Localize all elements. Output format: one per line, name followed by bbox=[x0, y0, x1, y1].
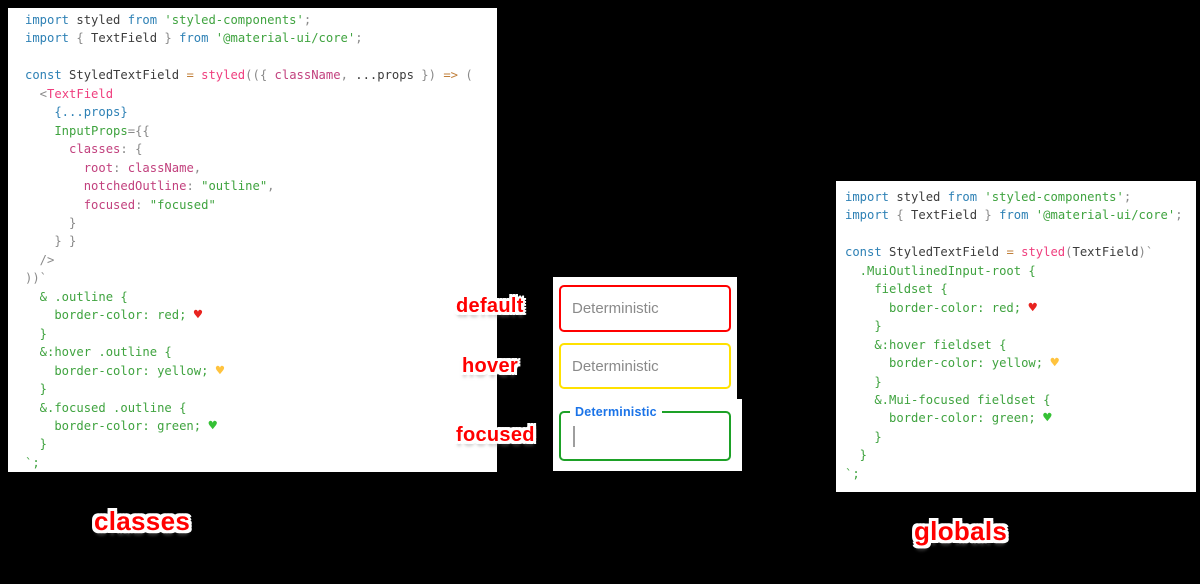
code-line: const StyledTextField = styled(TextField… bbox=[845, 245, 1154, 260]
code-line: } } bbox=[25, 234, 77, 249]
code-line: `; bbox=[25, 455, 40, 470]
code-line: } bbox=[845, 374, 882, 389]
code-line: InputProps={{ bbox=[25, 123, 150, 138]
state-label-focused: focused bbox=[456, 424, 535, 446]
code-line bbox=[845, 225, 1196, 243]
textfield-focused[interactable]: Deterministic bbox=[559, 404, 731, 461]
code-line: `; bbox=[845, 466, 860, 481]
code-line: focused: "focused" bbox=[25, 197, 216, 212]
code-line: .MuiOutlinedInput-root { bbox=[845, 263, 1036, 278]
code-line: border-color: green; ♥ bbox=[25, 417, 217, 434]
code-line: } bbox=[25, 326, 48, 341]
code-line: & .outline { bbox=[25, 289, 128, 304]
code-line: notchedOutline: "outline", bbox=[25, 179, 275, 194]
code-line: &:hover .outline { bbox=[25, 345, 172, 360]
code-line: border-color: green; ♥ bbox=[845, 410, 1052, 427]
code-line: import { TextField } from '@material-ui/… bbox=[845, 208, 1183, 223]
textfield-default-input[interactable] bbox=[561, 287, 729, 330]
code-line: border-color: red; ♥ bbox=[845, 299, 1037, 316]
code-line: } bbox=[845, 448, 868, 463]
code-line: import { TextField } from '@material-ui/… bbox=[25, 31, 363, 46]
code-panel-classes: import styled from 'styled-components'; i… bbox=[8, 8, 497, 472]
code-line: &.focused .outline { bbox=[25, 400, 187, 415]
code-line: &:hover fieldset { bbox=[845, 337, 1007, 352]
textfield-hover-input[interactable] bbox=[561, 345, 729, 387]
code-line: border-color: red; ♥ bbox=[25, 307, 203, 324]
code-line: } bbox=[845, 429, 882, 444]
code-line: fieldset { bbox=[845, 282, 948, 297]
code-line: <TextField bbox=[25, 86, 114, 101]
code-line: import styled from 'styled-components'; bbox=[25, 13, 312, 27]
code-line: root: className, bbox=[25, 160, 202, 175]
code-line: classes: { bbox=[25, 142, 143, 157]
textfield-default[interactable] bbox=[559, 285, 731, 332]
textfield-hover[interactable] bbox=[559, 343, 731, 389]
code-line: {...props} bbox=[25, 105, 128, 120]
code-line: } bbox=[845, 319, 882, 334]
code-line: } bbox=[25, 215, 77, 230]
code-line: const StyledTextField = styled(({ classN… bbox=[25, 68, 473, 83]
code-line: } bbox=[25, 382, 48, 397]
code-line: ))` bbox=[25, 271, 48, 286]
code-line: import styled from 'styled-components'; bbox=[845, 190, 1132, 204]
state-label-default: default bbox=[456, 295, 524, 317]
code-line: } bbox=[25, 437, 48, 452]
caption-classes: classes bbox=[94, 506, 191, 536]
code-line: &.Mui-focused fieldset { bbox=[845, 392, 1051, 407]
code-line bbox=[25, 48, 497, 66]
caption-globals: globals bbox=[914, 516, 1008, 546]
code-line: border-color: yellow; ♥ bbox=[25, 362, 225, 379]
textfield-focused-input[interactable] bbox=[561, 413, 729, 459]
code-line: border-color: yellow; ♥ bbox=[845, 355, 1059, 372]
code-panel-globals: import styled from 'styled-components'; i… bbox=[836, 181, 1196, 492]
code-line: /> bbox=[25, 252, 55, 267]
state-label-hover: hover bbox=[462, 355, 518, 377]
